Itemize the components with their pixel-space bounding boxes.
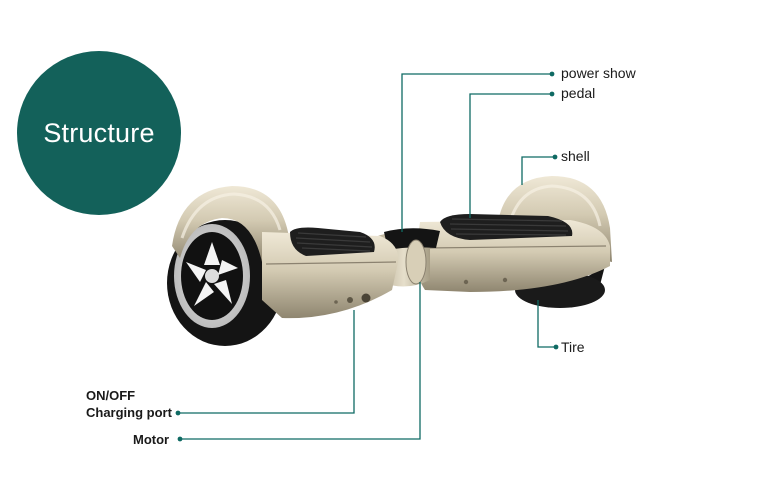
left-pedal-pad: [290, 227, 375, 256]
label-motor: Motor: [133, 432, 170, 447]
label-on-off: ON/OFF: [86, 388, 136, 403]
leader-shell: [521, 156, 553, 185]
label-tire: Tire: [561, 339, 585, 355]
title-text: Structure: [43, 117, 155, 148]
label-charging-port: Charging port: [86, 405, 172, 420]
leader-power-show: [401, 73, 550, 232]
leader-dots: [175, 71, 559, 442]
label-shell: shell: [561, 148, 590, 164]
leader-charging-port: [180, 310, 355, 414]
title-badge: Structure: [17, 51, 181, 215]
leader-tire: [537, 300, 554, 348]
right-pedal-pad: [440, 214, 573, 240]
leader-motor: [182, 282, 421, 440]
left-body: [262, 232, 399, 319]
label-power-show: power show: [561, 65, 636, 81]
leader-pedal: [469, 93, 550, 218]
left-tire: [167, 220, 283, 346]
label-pedal: pedal: [561, 85, 596, 101]
leader-lines: [180, 73, 554, 440]
